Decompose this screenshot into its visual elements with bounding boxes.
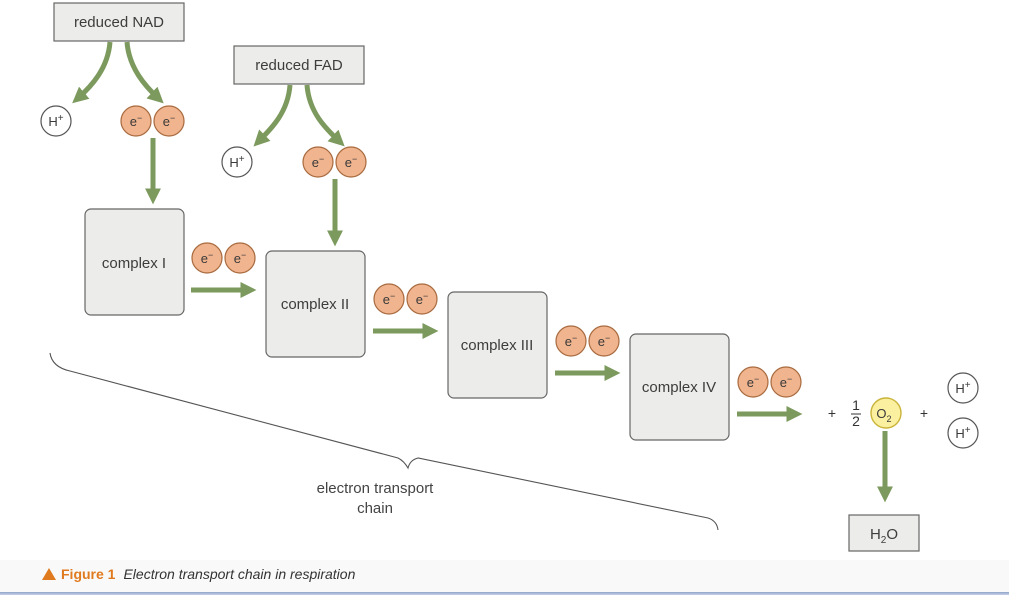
svg-text:e−: e−	[565, 333, 578, 349]
water-box: H2O	[848, 514, 920, 552]
svg-text:e−: e−	[312, 154, 325, 170]
etc-diagram: reduced NAD reduced FAD H+ H+ H+ H+ e− e…	[40, 2, 979, 552]
svg-text:complex II: complex II	[281, 296, 349, 313]
complex-2: complex II	[265, 250, 366, 358]
svg-text:e−: e−	[163, 113, 176, 129]
half-fraction: 1 2	[851, 397, 861, 429]
bottom-rule	[0, 592, 1009, 595]
proton-product-2: H+	[947, 417, 979, 449]
svg-text:1: 1	[852, 397, 860, 413]
complex-3: complex III	[447, 291, 548, 399]
svg-text:e−: e−	[130, 113, 143, 129]
svg-text:complex IV: complex IV	[642, 379, 716, 396]
svg-text:e−: e−	[234, 250, 247, 266]
svg-text:H+: H+	[48, 113, 63, 129]
proton-fad: H+	[221, 146, 253, 178]
svg-text:H+: H+	[955, 425, 970, 441]
svg-text:complex III: complex III	[461, 337, 534, 354]
svg-text:e−: e−	[747, 374, 760, 390]
svg-text:H2O: H2O	[870, 526, 898, 546]
electron-pair-c2: e− e−	[373, 283, 438, 315]
nad-to-electrons-arrow	[124, 41, 164, 104]
electron-pair-nad: e− e−	[120, 105, 185, 137]
svg-text:H+: H+	[229, 154, 244, 170]
svg-text:e−: e−	[201, 250, 214, 266]
svg-text:e−: e−	[345, 154, 358, 170]
reduced-fad-label: reduced FAD	[255, 57, 343, 74]
figure-number: Figure 1	[61, 566, 116, 582]
svg-text:e−: e−	[780, 374, 793, 390]
plus-sign-1: +	[828, 405, 836, 421]
figure-caption: Figure 1 Electron transport chain in res…	[42, 566, 355, 582]
proton-nad: H+	[40, 105, 72, 137]
svg-text:H+: H+	[955, 380, 970, 396]
svg-text:e−: e−	[598, 333, 611, 349]
oxygen-molecule: O2	[870, 397, 902, 429]
reduced-nad-box: reduced NAD	[53, 2, 185, 42]
svg-text:e−: e−	[416, 291, 429, 307]
electron-pair-c4: e− e−	[737, 366, 802, 398]
complex-4: complex IV	[629, 333, 730, 441]
plus-sign-2: +	[920, 405, 928, 421]
electron-pair-c1: e− e−	[191, 242, 256, 274]
figure-title: Electron transport chain in respiration	[123, 566, 356, 582]
triangle-icon	[42, 568, 56, 580]
chain-label-line1: electron transport	[317, 480, 435, 497]
svg-text:2: 2	[852, 413, 860, 429]
fad-to-proton-arrow	[253, 84, 293, 147]
svg-text:complex I: complex I	[102, 255, 166, 272]
nad-to-proton-arrow	[72, 41, 113, 104]
svg-text:e−: e−	[383, 291, 396, 307]
svg-text:O2: O2	[876, 406, 891, 424]
complex-1: complex I	[84, 208, 185, 316]
reduced-nad-label: reduced NAD	[74, 14, 164, 31]
reduced-fad-box: reduced FAD	[233, 45, 365, 85]
chain-brace	[49, 352, 719, 531]
fad-to-electrons-arrow	[304, 84, 345, 147]
chain-label-line2: chain	[357, 500, 393, 517]
proton-product-1: H+	[947, 372, 979, 404]
electron-pair-c3: e− e−	[555, 325, 620, 357]
electron-pair-fad: e− e−	[302, 146, 367, 178]
caption-strip	[0, 560, 1009, 592]
